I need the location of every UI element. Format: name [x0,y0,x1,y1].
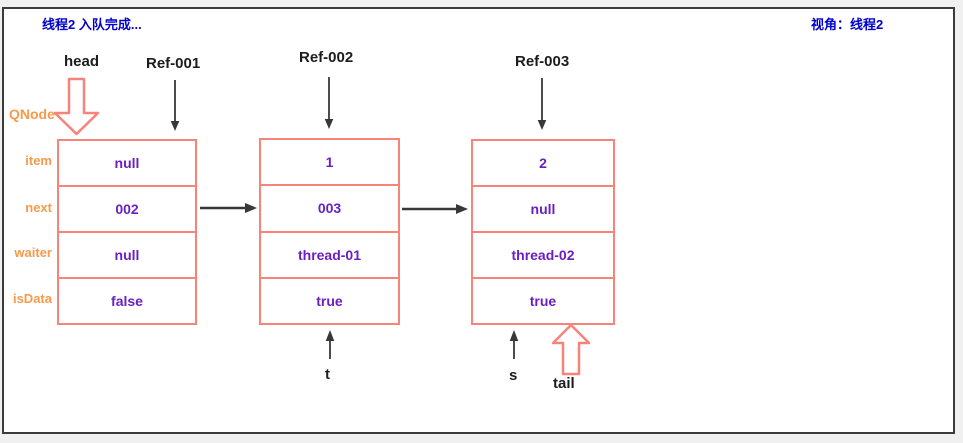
field-label-item: item [25,153,52,168]
perspective-title: 视角：线程2 [811,17,884,32]
node-2-isdata-value: true [316,292,343,309]
qnode-label: QNode [9,106,55,122]
node-2-waiter-value: thread-01 [261,233,398,279]
s-label: s [509,367,518,384]
node-1-waiter-value: null [59,233,195,279]
node-3-isdata-value: true [529,293,557,309]
node-2-item-value: 1 [261,140,398,187]
field-label-next: next [25,200,52,215]
node-2-next-value: 003 [261,186,398,233]
qnode-box-2: 1 003 thread-01 true [259,138,400,325]
ref-001-label: Ref-001 [146,55,201,72]
field-label-waiter: waiter [14,245,52,260]
node-1-item-value: null [59,141,195,187]
node-1-isdata-value: false [111,293,143,309]
status-title: 线程2 入队完成... [42,17,142,32]
field-label-isdata: isData [12,291,52,306]
ref-003-label: Ref-003 [515,53,570,70]
node-3-next-value: null [473,187,613,233]
t-label: t [325,366,330,383]
qnode-box-1: null 002 null false [57,139,197,325]
tail-label: tail [553,375,575,392]
head-label: head [64,53,100,70]
ref-002-label: Ref-002 [299,49,354,66]
node-1-next-value: 002 [59,187,195,233]
node-3-item-value: 2 [473,141,613,187]
node-3-waiter-value: thread-02 [473,233,613,279]
qnode-box-3: 2 null thread-02 true [471,139,615,325]
